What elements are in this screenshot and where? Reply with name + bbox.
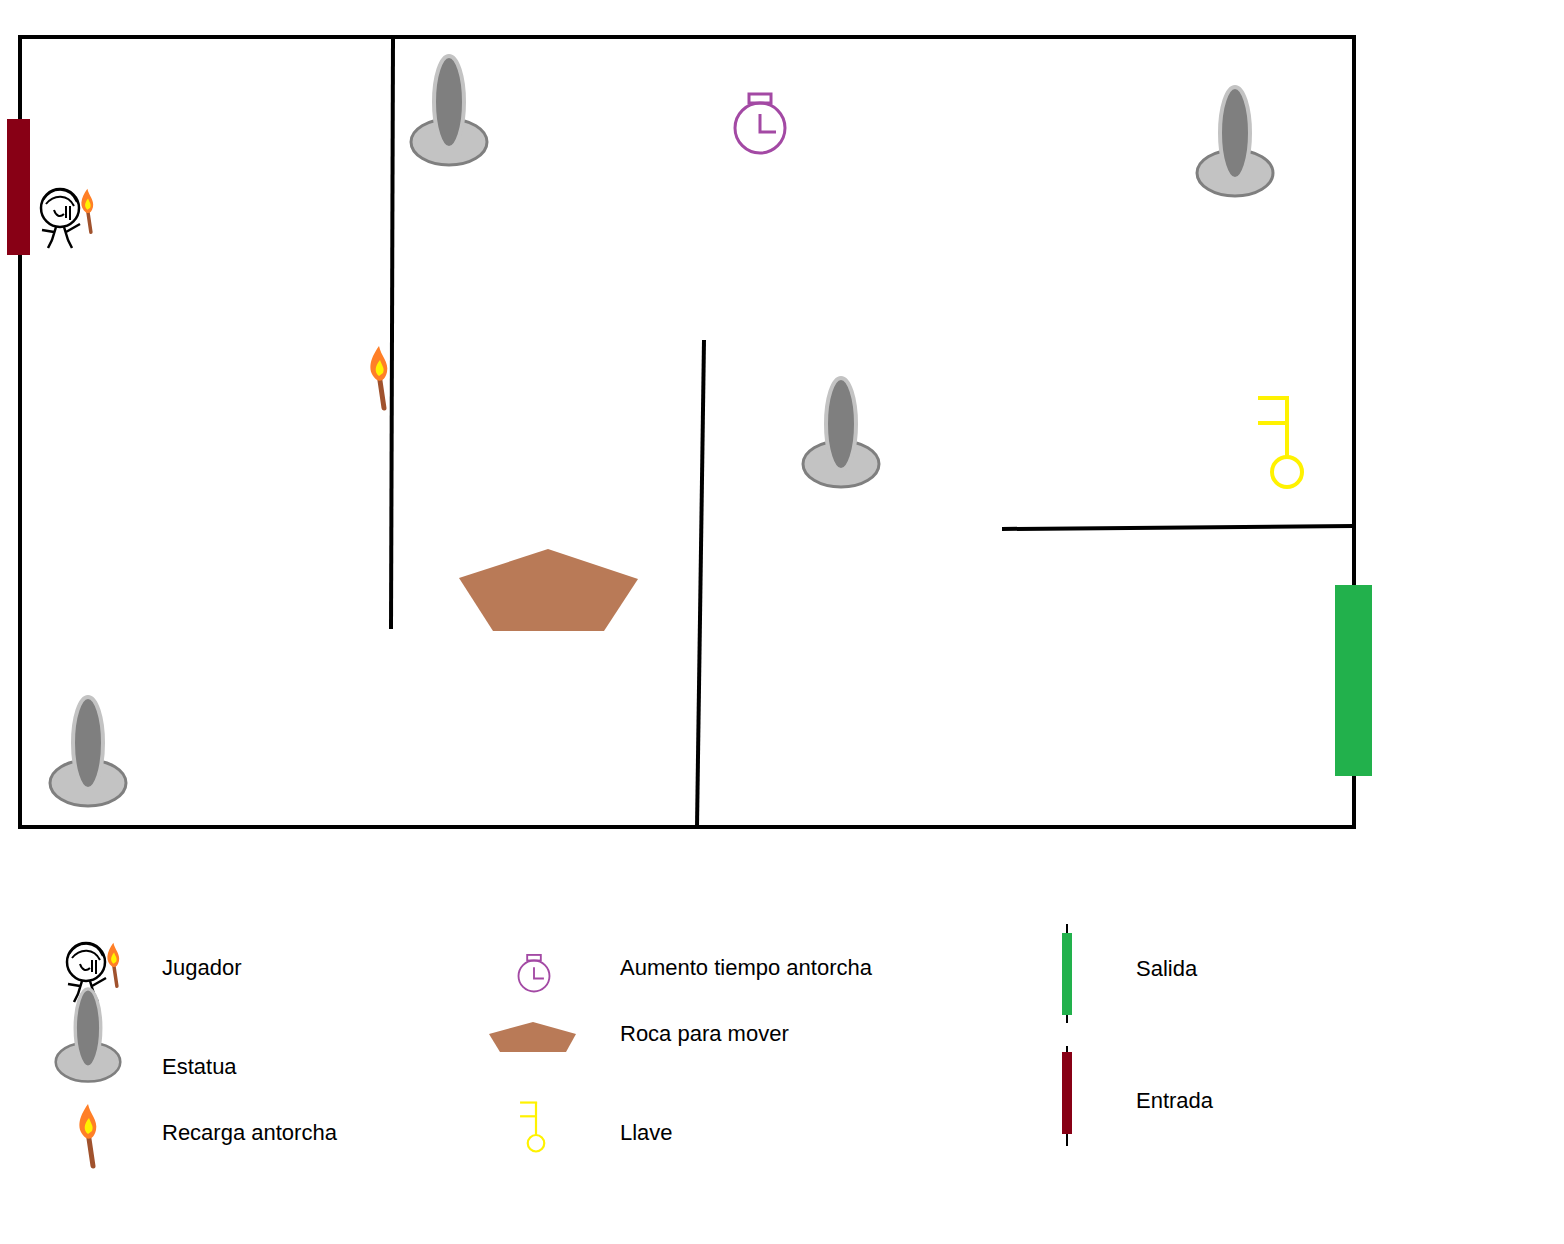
- legend-entry: Recarga antorcha: [162, 1119, 337, 1147]
- map-walls: [20, 37, 1354, 827]
- legend-entry: Roca para mover: [620, 1020, 789, 1048]
- map-walls-part: [697, 340, 704, 827]
- statue-icon-part: [56, 989, 121, 1082]
- clock-icon-part: [735, 94, 785, 153]
- legend-entry: Entrada: [1136, 1087, 1213, 1115]
- map-walls-part: [1002, 526, 1354, 529]
- legend-label: Jugador: [162, 955, 242, 980]
- legend-entry: Salida: [1136, 955, 1197, 983]
- torch-icon: [370, 346, 387, 408]
- player-figure: [41, 189, 93, 248]
- rock-shape-part: [459, 549, 638, 631]
- key-icon: [1258, 397, 1302, 487]
- clock-icon: [519, 955, 550, 992]
- rock-shape: [459, 549, 638, 631]
- statue-icon-part: [50, 697, 126, 806]
- key-icon: [520, 1102, 544, 1152]
- entrance-door-part: [7, 119, 30, 255]
- statue-icon: [411, 56, 487, 165]
- legend-swatch: [1062, 1052, 1072, 1134]
- map-walls-part: [20, 37, 1354, 827]
- player-figure-part: [41, 189, 93, 248]
- legend-label: Estatua: [162, 1054, 237, 1079]
- legend-entry: Aumento tiempo antorcha: [620, 954, 872, 982]
- legend-label: Recarga antorcha: [162, 1120, 337, 1145]
- statue-icon-part: [1197, 87, 1273, 196]
- torch-icon: [79, 1104, 96, 1166]
- exit-door-part: [1335, 585, 1372, 776]
- legend-entry: Jugador: [162, 954, 242, 982]
- clock-icon-part: [519, 955, 550, 992]
- statue-icon: [56, 989, 121, 1082]
- legend-label: Llave: [620, 1120, 673, 1145]
- legend-label: Entrada: [1136, 1088, 1213, 1113]
- rock-shape: [489, 1022, 576, 1052]
- legend-swatches: [1062, 933, 1072, 1134]
- legend-label: Aumento tiempo antorcha: [620, 955, 872, 980]
- legend-label: Roca para mover: [620, 1021, 789, 1046]
- statue-icon: [50, 697, 126, 806]
- rock-shape-part: [489, 1022, 576, 1052]
- statue-icon: [803, 378, 879, 487]
- exit-door: [1335, 585, 1372, 776]
- statue-icon: [1197, 87, 1273, 196]
- legend-label: Salida: [1136, 956, 1197, 981]
- legend-entry: Llave: [620, 1119, 673, 1147]
- statue-icon-part: [411, 56, 487, 165]
- legend-entry: Estatua: [162, 1053, 237, 1081]
- torch-icon-part: [370, 346, 387, 408]
- key-icon-part: [520, 1102, 544, 1152]
- statue-icon-part: [803, 378, 879, 487]
- map-walls-part: [391, 39, 393, 629]
- entrance-door: [7, 119, 30, 255]
- clock-icon: [735, 94, 785, 153]
- legend-swatch: [1062, 933, 1072, 1015]
- key-icon-part: [1258, 397, 1302, 487]
- torch-icon-part: [79, 1104, 96, 1166]
